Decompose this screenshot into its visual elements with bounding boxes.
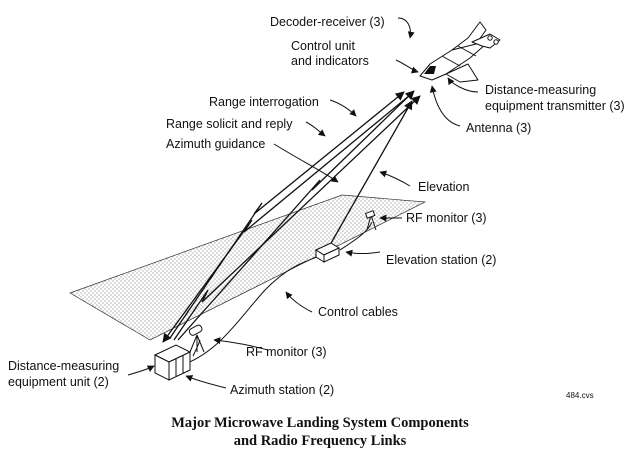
- elevation-station-box: [314, 242, 341, 263]
- range-solicit-reply-label: Range solicit and reply: [166, 117, 293, 131]
- rf-monitor-upper-icon: [364, 210, 377, 231]
- dme-unit-label-line2: equipment unit (2): [8, 375, 109, 389]
- rf-links: [162, 90, 421, 343]
- range-interrogation-label: Range interrogation: [209, 95, 319, 109]
- elevation-station-label: Elevation station (2): [386, 253, 496, 267]
- space-shuttle: [419, 21, 501, 83]
- antenna-label: Antenna (3): [466, 121, 531, 135]
- azimuth-guidance-beam: [177, 90, 415, 341]
- control-cable-rf-monitor: [339, 221, 373, 251]
- azimuth-guidance-label: Azimuth guidance: [166, 137, 265, 151]
- control-unit-label-line2: and indicators: [291, 54, 369, 68]
- decoder-receiver-label: Decoder-receiver (3): [270, 15, 385, 29]
- caption-line-1: Major Microwave Landing System Component…: [171, 415, 469, 431]
- caption-line-2: and Radio Frequency Links: [234, 433, 407, 449]
- dme-transmitter-label-line1: Distance-measuring: [485, 83, 596, 97]
- elevation-label: Elevation: [418, 180, 469, 194]
- rf-monitor-upper-label: RF monitor (3): [406, 211, 487, 225]
- range-interrogation-beam: [169, 91, 405, 339]
- azimuth-station-label: Azimuth station (2): [230, 383, 334, 397]
- control-cable: [184, 251, 331, 365]
- rf-monitor-lower-label: RF monitor (3): [246, 345, 327, 359]
- elevation-beam: [325, 100, 413, 253]
- dme-unit-label-line1: Distance-measuring: [8, 359, 119, 373]
- rf-monitor-lower-icon: [188, 324, 205, 353]
- control-unit-label-line1: Control unit: [291, 39, 355, 53]
- control-cables-label: Control cables: [318, 305, 398, 319]
- azimuth-station-box: [153, 344, 192, 381]
- file-code: 484.cvs: [566, 391, 594, 400]
- leader-lines: [127, 17, 479, 389]
- range-reply-beam: [162, 94, 411, 343]
- dme-transmitter-label-line2: equipment transmitter (3): [485, 99, 625, 113]
- elevation-coverage-plane: [69, 194, 427, 341]
- range-solicit-beam: [173, 95, 421, 341]
